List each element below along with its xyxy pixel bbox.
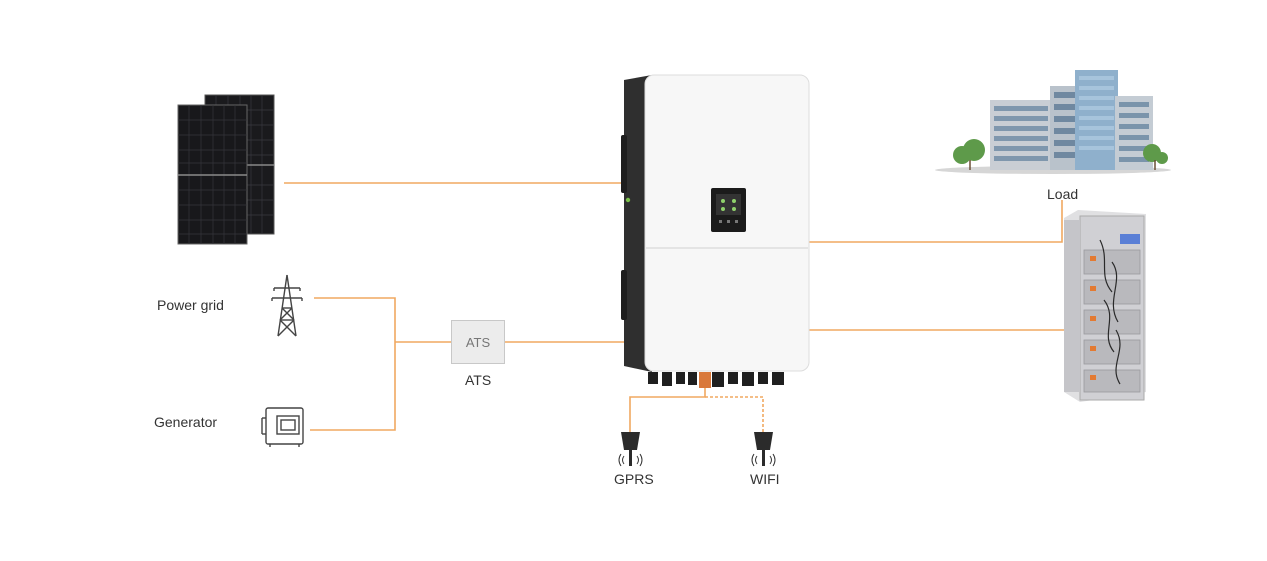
wire-inverter-load — [808, 200, 1063, 243]
office-building-icon — [935, 70, 1171, 174]
battery-rack-icon — [1064, 210, 1146, 402]
gprs-label: GPRS — [614, 471, 654, 487]
power-grid-label: Power grid — [157, 297, 224, 313]
ats-box: ATS — [451, 320, 505, 364]
solar-panel-icon — [177, 94, 275, 245]
ats-box-label: ATS — [465, 334, 491, 350]
generator-label: Generator — [154, 414, 218, 430]
wifi-label: WIFI — [750, 471, 780, 487]
wire-gprs — [629, 382, 706, 432]
transmission-tower-icon — [271, 274, 303, 337]
wire-generator — [310, 342, 396, 431]
wire-wifi — [705, 396, 764, 432]
wifi-dongle-icon — [751, 432, 776, 467]
generator-icon — [261, 407, 304, 447]
wires — [284, 182, 1066, 432]
inverter-image — [621, 74, 810, 388]
gprs-dongle-icon — [618, 432, 643, 467]
wire-grid — [314, 297, 396, 342]
ats-caption: ATS — [465, 372, 492, 388]
load-label: Load — [1047, 186, 1079, 202]
